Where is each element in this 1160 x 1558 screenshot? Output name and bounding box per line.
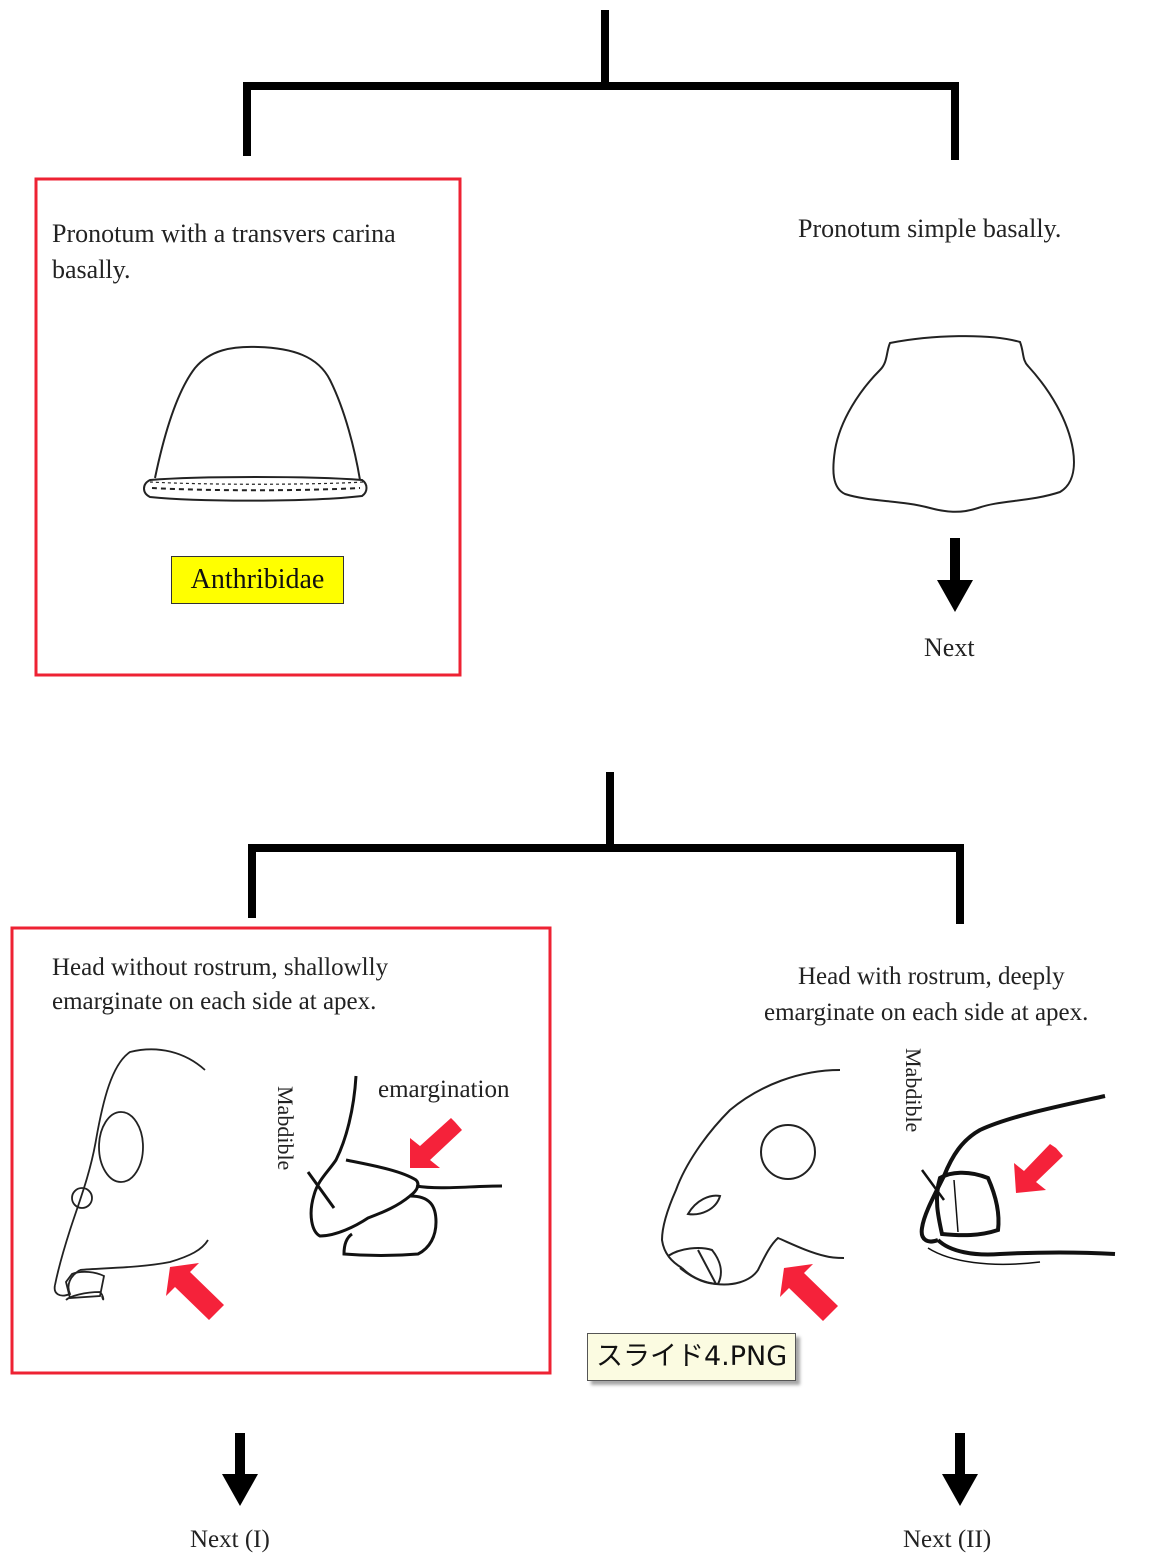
next-arrow-I	[222, 1433, 258, 1506]
couplet2-right-text-line1: Head with rostrum, deeply	[798, 963, 1065, 990]
couplet2-left-text-line2: emarginate on each side at apex.	[52, 988, 377, 1015]
pronotum-carina-drawing	[143, 345, 368, 502]
couplet1-bracket	[243, 10, 959, 160]
red-arrow-rostrum-right	[780, 1264, 838, 1321]
next-label-1[interactable]: Next	[924, 633, 975, 662]
couplet2-bracket	[248, 772, 964, 924]
label-mandible-right: Mabdible	[901, 1048, 926, 1133]
couplet1-right-text: Pronotum simple basally.	[798, 214, 1062, 243]
pronotum-simple-drawing	[832, 335, 1075, 513]
head-without-rostrum-drawing	[53, 1048, 209, 1301]
couplet2-right-text-line2: emarginate on each side at apex.	[764, 999, 1089, 1026]
head-with-rostrum-drawing	[660, 1069, 845, 1286]
highlight-box-1	[34, 177, 462, 677]
next-arrow-1	[937, 538, 973, 612]
couplet2-left-text-line1: Head without rostrum, shallowlly	[52, 954, 389, 981]
highlight-box-2	[10, 926, 552, 1375]
red-arrows	[166, 1118, 1063, 1321]
next-label-I[interactable]: Next (I)	[190, 1526, 270, 1553]
couplet1-left-text-line2: basally.	[52, 255, 131, 284]
next-arrow-II	[942, 1433, 978, 1506]
result-badge-anthribidae[interactable]: Anthribidae	[171, 556, 344, 604]
couplet1-left-text-line1: Pronotum with a transvers carina	[52, 219, 396, 248]
mandible-detail-left	[306, 1075, 503, 1257]
red-arrow-mandible-right	[1014, 1144, 1063, 1193]
next-label-II[interactable]: Next (II)	[903, 1526, 992, 1553]
label-mandible-left: Mabdible	[273, 1086, 298, 1171]
red-arrow-emargination	[410, 1118, 462, 1168]
mandible-detail-right	[919, 1094, 1116, 1266]
filename-tooltip: スライド4.PNG	[587, 1333, 797, 1381]
label-emargination: emargination	[378, 1076, 510, 1103]
red-arrow-rostrum-left	[166, 1263, 224, 1320]
